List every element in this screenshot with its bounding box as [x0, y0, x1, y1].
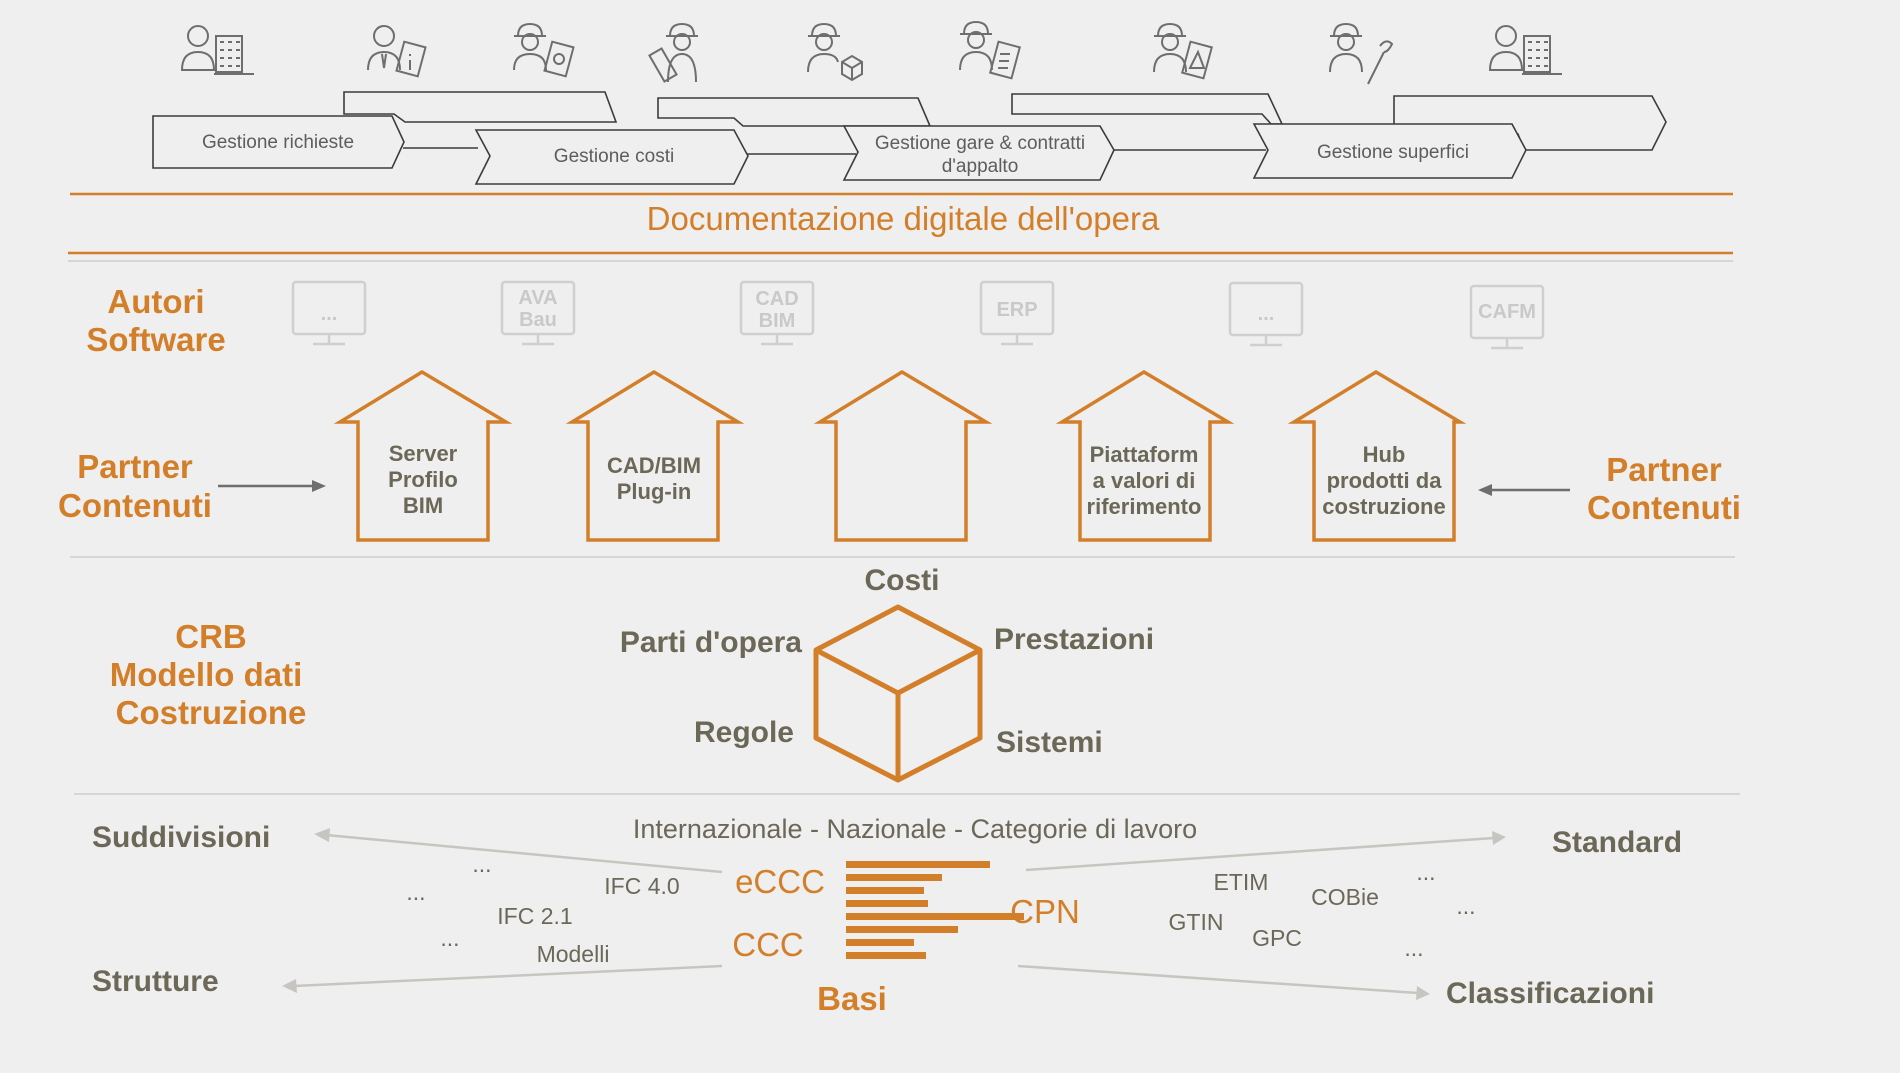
- left-item: Modelli: [537, 941, 610, 967]
- software-label: CAFM: [1478, 301, 1536, 323]
- process-step-label: Gestione richieste: [202, 132, 354, 153]
- house-label: Profilo: [388, 467, 458, 492]
- process-band-back: [1011, 93, 1284, 125]
- eccc-label: eCCC: [735, 863, 825, 900]
- basi-label: Basi: [817, 980, 887, 1017]
- header-title: Documentazione digitale dell'opera: [647, 200, 1160, 237]
- house-shape: [1287, 369, 1467, 542]
- software-label: ...: [321, 303, 338, 325]
- process-step-label: Gestione superfici: [1317, 142, 1469, 163]
- worker-money-icon: [513, 22, 575, 78]
- house-label: costruzione: [1322, 494, 1445, 519]
- software-monitors: [291, 280, 1545, 350]
- house-label: riferimento: [1087, 494, 1202, 519]
- process-step-label: Gestione gare & contratti: [875, 133, 1085, 154]
- partner-right-label: Partner: [1606, 451, 1722, 488]
- left-item: ...: [440, 925, 459, 951]
- cube-label-top: Costi: [865, 564, 940, 597]
- house-label: Plug-in: [617, 479, 692, 504]
- ccc-label: CCC: [732, 926, 804, 963]
- crb-label: CRB: [175, 618, 247, 655]
- crb-label: Modello dati: [110, 656, 303, 693]
- label-suddivisioni: Suddivisioni: [92, 821, 270, 854]
- process-flow: [152, 91, 1667, 185]
- bases-list-icon: [846, 861, 1024, 959]
- right-item: COBie: [1311, 884, 1379, 910]
- process-band-back: [343, 91, 618, 123]
- process-step-chevron: [842, 125, 1115, 181]
- right-item: GPC: [1252, 925, 1302, 951]
- right-item: ...: [1456, 893, 1475, 919]
- process-step-chevron: [474, 129, 749, 185]
- house-label: Piattaform: [1090, 442, 1199, 467]
- monitor-icon: [739, 280, 815, 346]
- house-shape: [565, 369, 745, 542]
- process-step-label: d'appalto: [942, 156, 1019, 177]
- software-label: Bau: [519, 309, 557, 331]
- house-label: Hub: [1363, 442, 1406, 467]
- partner-right-label: Contenuti: [1587, 489, 1741, 526]
- house-shape: [333, 369, 513, 542]
- left-item: ...: [406, 879, 425, 905]
- crb-label: Costruzione: [116, 694, 307, 731]
- process-step-chevron: [152, 115, 405, 169]
- partner-right-arrow: [1478, 484, 1570, 496]
- software-label: CAD: [755, 288, 798, 310]
- authors-label: Software: [86, 321, 225, 358]
- worker-blueprint-icon: [648, 22, 698, 83]
- worker-drawing-icon: [1153, 22, 1213, 80]
- houses: [333, 369, 1467, 542]
- house-shape: [1055, 369, 1235, 542]
- cube-label-left-top: Parti d'opera: [620, 626, 802, 659]
- person-info-icon: [367, 25, 427, 78]
- house-label: Server: [389, 441, 458, 466]
- software-label: BIM: [759, 310, 796, 332]
- house-label: CAD/BIM: [607, 453, 701, 478]
- process-band-back: [657, 97, 932, 127]
- house-label: prodotti da: [1327, 468, 1443, 493]
- cube-label-right-top: Prestazioni: [994, 623, 1154, 656]
- cube-label-right-bottom: Sistemi: [996, 726, 1103, 759]
- role-icons: [180, 20, 1562, 85]
- bases-subtitle: Internazionale - Nazionale - Categorie d…: [633, 814, 1197, 844]
- worker-wrench-icon: [1329, 22, 1394, 85]
- monitor-icon: [979, 280, 1055, 346]
- software-label: ERP: [996, 299, 1037, 321]
- house-label: BIM: [403, 493, 443, 518]
- label-strutture: Strutture: [92, 965, 219, 998]
- worker-checklist-icon: [959, 20, 1021, 80]
- authors-label: Autori: [107, 283, 204, 320]
- right-item: GTIN: [1169, 909, 1224, 935]
- software-label: ...: [1258, 303, 1275, 325]
- software-label: AVA: [518, 287, 557, 309]
- left-item: ...: [472, 851, 491, 877]
- right-item: ...: [1404, 935, 1423, 961]
- right-item: ETIM: [1214, 869, 1269, 895]
- left-item: IFC 2.1: [497, 903, 572, 929]
- process-step-label: Gestione costi: [554, 146, 674, 167]
- partner-left-label: Partner: [77, 448, 193, 485]
- monitor-icon: [1469, 284, 1545, 350]
- house-label: a valori di: [1093, 468, 1196, 493]
- cpn-label: CPN: [1010, 893, 1080, 930]
- cube-icon: [813, 604, 983, 783]
- worker-box-icon: [807, 22, 863, 82]
- partner-left-label: Contenuti: [58, 487, 212, 524]
- monitor-icon: [291, 280, 367, 346]
- partner-left-arrow: [218, 480, 326, 492]
- label-classificazioni: Classificazioni: [1446, 977, 1654, 1010]
- person-building-icon: [180, 25, 254, 75]
- bases-arrows: [282, 828, 1506, 1000]
- left-item: IFC 4.0: [604, 873, 679, 899]
- monitor-icon: [1228, 281, 1304, 347]
- person-building-icon: [1488, 25, 1562, 75]
- process-step-chevron: [1252, 123, 1527, 179]
- cube-label-left-bottom: Regole: [694, 716, 794, 749]
- label-standard: Standard: [1552, 826, 1682, 859]
- monitor-icon: [500, 280, 576, 346]
- right-item: ...: [1416, 859, 1435, 885]
- house-shape: [813, 369, 993, 542]
